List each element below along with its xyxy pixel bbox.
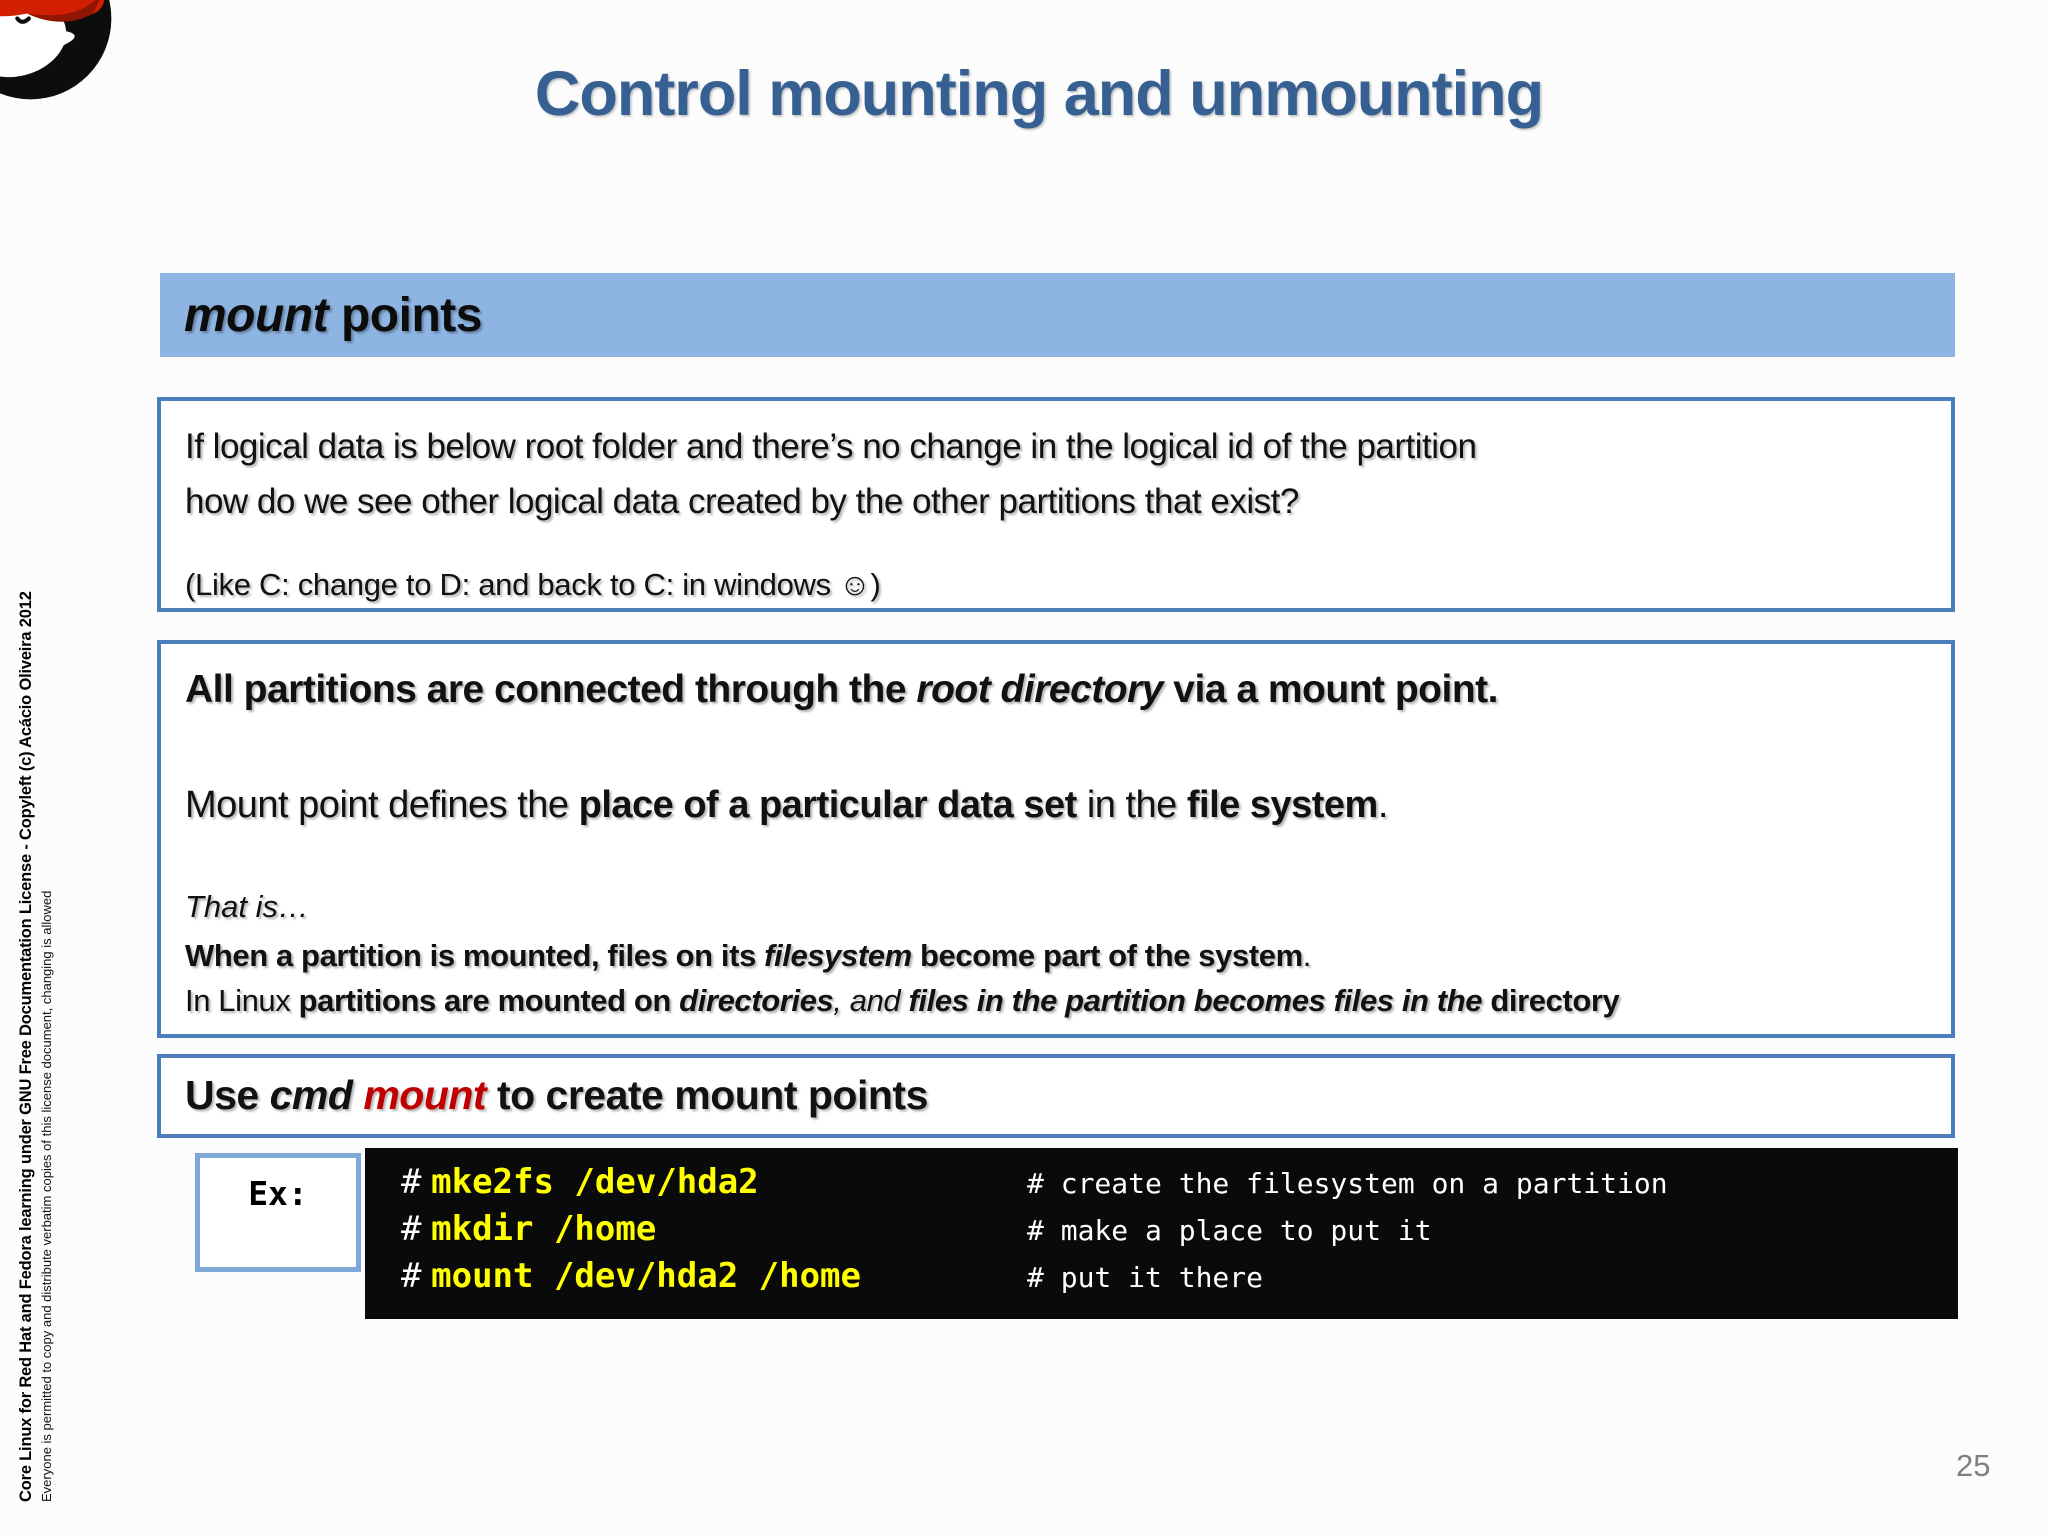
- shell-command: mke2fs /dev/hda2: [431, 1162, 759, 1202]
- text-segment: All partitions are connected through the: [185, 668, 917, 711]
- text-segment: , and: [833, 983, 909, 1018]
- shell-command: mkdir /home: [431, 1209, 657, 1249]
- text-segment: become part of the system: [911, 938, 1303, 973]
- explanation-p4: When a partition is mounted, files on it…: [185, 938, 1927, 974]
- license-line1: Core Linux for Red Hat and Fedora learni…: [17, 591, 35, 1502]
- terminal-command-part: # mke2fs /dev/hda2: [401, 1162, 1027, 1202]
- section-header-text: mount points: [160, 273, 1955, 343]
- shell-comment: # create the filesystem on a partition: [1027, 1167, 1668, 1200]
- text-segment: directory: [1490, 983, 1620, 1018]
- example-label: Ex:: [248, 1174, 308, 1213]
- text-segment: via a mount point.: [1162, 668, 1498, 711]
- shell-prompt: #: [401, 1256, 422, 1296]
- terminal-example: # mke2fs /dev/hda2 # create the filesyst…: [365, 1148, 1958, 1319]
- explanation-box: All partitions are connected through the…: [157, 640, 1955, 1038]
- text-segment: in the: [1076, 784, 1187, 826]
- question-box: If logical data is below root folder and…: [157, 397, 1955, 612]
- usage-text: Use cmd mount to create mount points: [185, 1072, 1927, 1119]
- page-number: 25: [1956, 1448, 1991, 1483]
- slide-title: Control mounting and unmounting: [534, 59, 1544, 129]
- text-segment: root directory: [916, 668, 1163, 711]
- question-line2: how do we see other logical data created…: [185, 482, 1299, 521]
- text-segment: file system: [1186, 784, 1378, 826]
- explanation-p5: In Linux partitions are mounted on direc…: [185, 983, 1927, 1019]
- mount-command-highlight: mount: [363, 1072, 487, 1118]
- text-segment: That is…: [185, 889, 310, 924]
- license-sidebar: Core Linux for Red Hat and Fedora learni…: [14, 542, 55, 1502]
- terminal-command-part: # mkdir /home: [401, 1209, 1027, 1249]
- shell-comment: # make a place to put it: [1027, 1214, 1432, 1247]
- section-header-bar: mount points: [160, 273, 1955, 357]
- shell-prompt: #: [401, 1209, 422, 1249]
- text-segment: files in the partition becomes files in …: [908, 983, 1491, 1018]
- usage-box: Use cmd mount to create mount points: [157, 1054, 1955, 1138]
- text-segment: cmd: [269, 1072, 364, 1118]
- explanation-p3: That is…: [185, 889, 1927, 925]
- text-segment: to create mount points: [486, 1072, 928, 1118]
- terminal-command-part: # mount /dev/hda2 /home: [401, 1256, 1027, 1296]
- shell-prompt: #: [401, 1162, 422, 1202]
- question-line1: If logical data is below root folder and…: [185, 427, 1477, 466]
- license-line2: Everyone is permitted to copy and distri…: [39, 890, 54, 1502]
- terminal-line: # mke2fs /dev/hda2 # create the filesyst…: [401, 1162, 1958, 1209]
- section-header-italic: mount: [184, 289, 329, 342]
- shell-command: mount /dev/hda2 /home: [431, 1256, 861, 1296]
- explanation-p2: Mount point defines the place of a parti…: [185, 784, 1927, 827]
- text-segment: .: [1377, 784, 1389, 826]
- text-segment: filesystem: [764, 938, 912, 973]
- text-segment: Mount point defines the: [185, 784, 579, 826]
- terminal-line: # mount /dev/hda2 /home # put it there: [401, 1256, 1958, 1303]
- terminal-line: # mkdir /home # make a place to put it: [401, 1209, 1958, 1256]
- text-segment: .: [1302, 938, 1312, 973]
- shell-comment: # put it there: [1027, 1261, 1264, 1294]
- section-header-regular: points: [328, 289, 482, 342]
- question-note: (Like C: change to D: and back to C: in …: [185, 567, 881, 602]
- text-segment: partitions are mounted on: [298, 983, 680, 1018]
- question-text: If logical data is below root folder and…: [185, 419, 1927, 529]
- text-segment: In Linux: [185, 983, 299, 1018]
- text-segment: directories: [679, 983, 834, 1018]
- text-segment: Use: [185, 1072, 270, 1118]
- text-segment: place of a particular data set: [578, 784, 1078, 826]
- redhat-shadowman-icon: [0, 0, 112, 100]
- text-segment: When a partition is mounted, files on it…: [185, 938, 765, 973]
- explanation-p1: All partitions are connected through the…: [185, 668, 1927, 712]
- example-label-box: Ex:: [195, 1153, 361, 1272]
